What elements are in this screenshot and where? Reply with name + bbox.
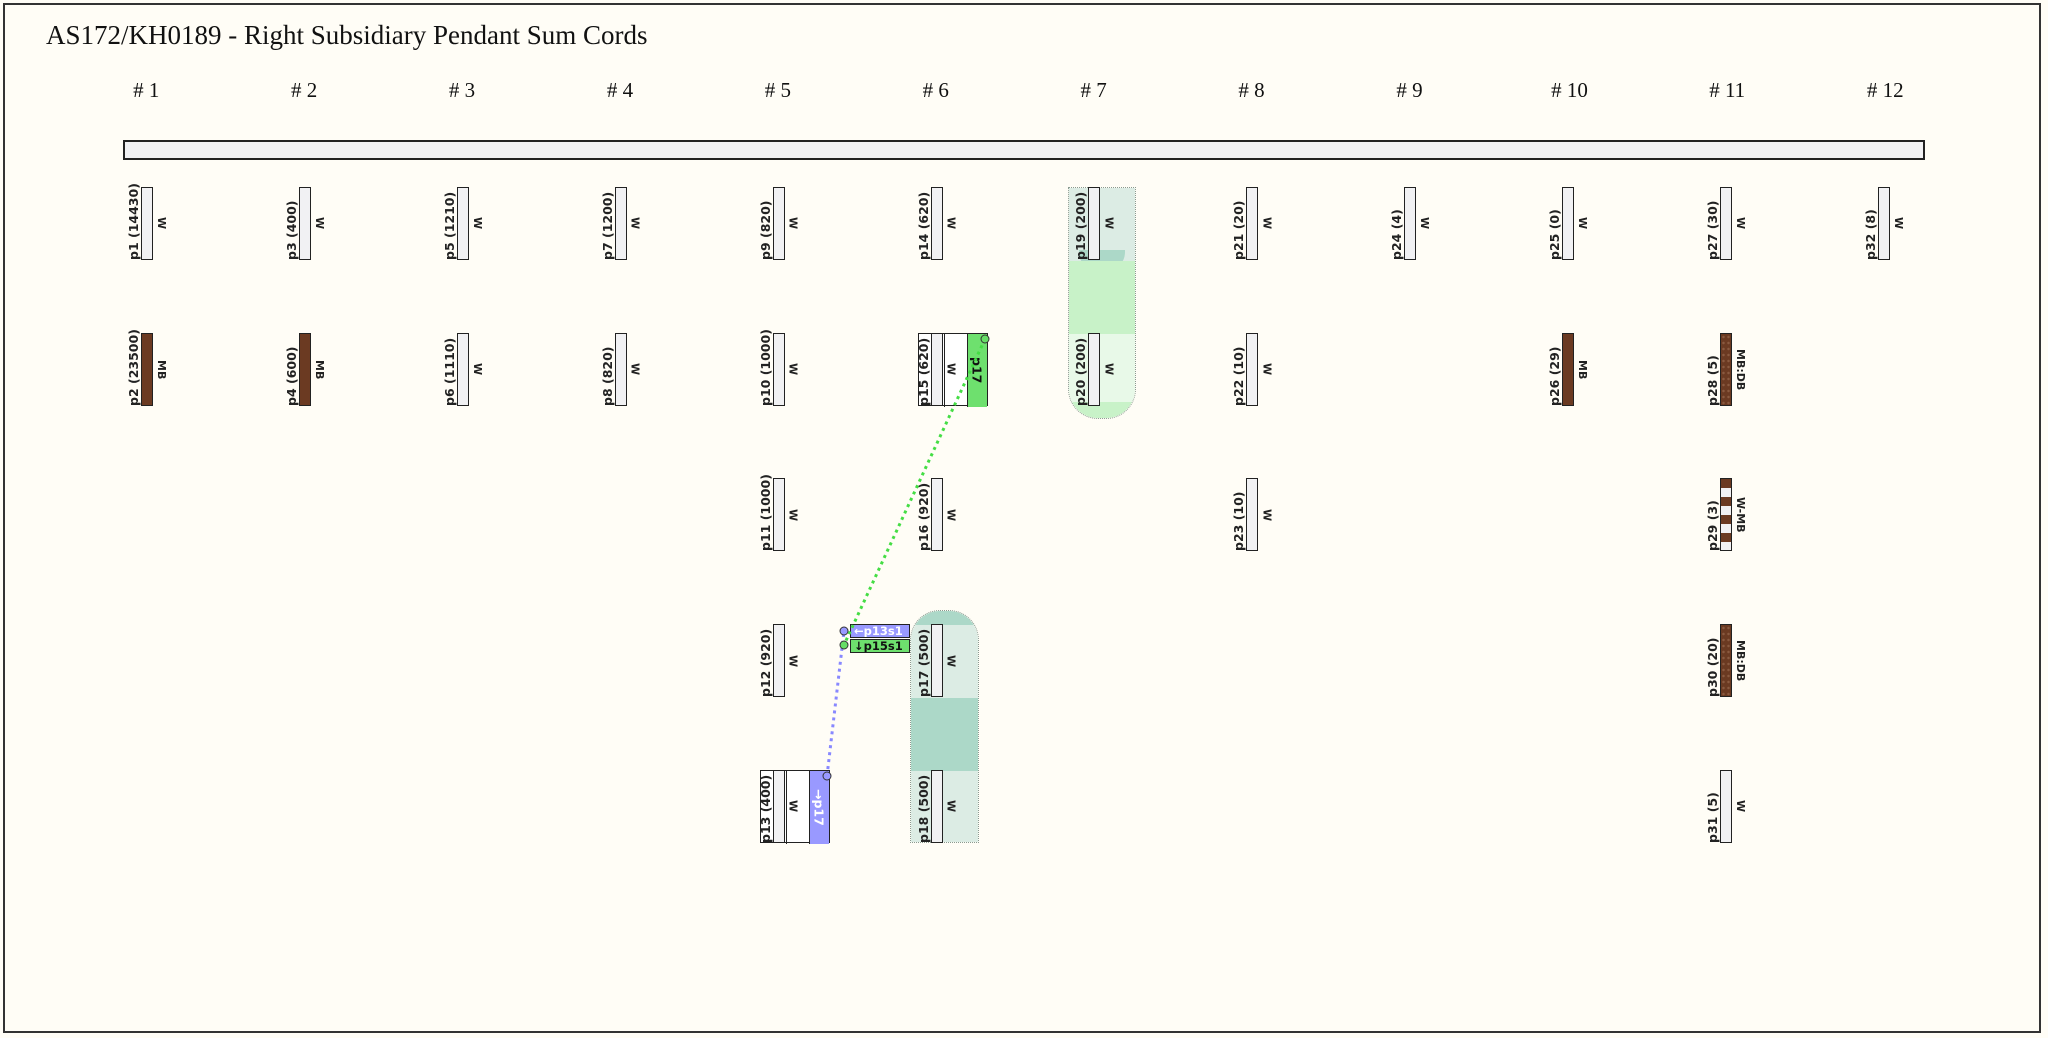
cord-bar [1088, 332, 1101, 406]
cord-color-code: W [1418, 217, 1432, 230]
cord-bar [772, 187, 785, 260]
cord-color-code: W [786, 800, 800, 813]
cord-color-code: W [628, 363, 642, 376]
sum-source-tag[interactable]: ←p13s1 [850, 624, 910, 638]
cord-bar [141, 187, 153, 260]
cord-bar [772, 769, 785, 843]
cord-bar [1246, 187, 1259, 260]
cord-color-code: W [1734, 800, 1747, 813]
green-sum-link [842, 338, 987, 646]
column-header: # 7 [1080, 78, 1107, 102]
cord-bar [772, 478, 785, 552]
cord-color-code: W [1260, 363, 1274, 376]
column-header: # 8 [1238, 78, 1265, 102]
column-header: # 6 [922, 78, 949, 102]
cord-bar [1404, 187, 1417, 260]
cord-bar [1720, 187, 1732, 260]
cord-bar [930, 478, 943, 552]
cord-color-code: W [944, 800, 958, 813]
cord-bar [141, 332, 153, 406]
cord-bar [298, 187, 311, 260]
column-header: # 5 [764, 78, 791, 102]
cord-color-code: W [944, 508, 958, 521]
cord-color-code: MB:DB [1734, 639, 1747, 682]
cord-bar [614, 187, 627, 260]
sum-group-highlight-p17-p18 [910, 610, 979, 843]
primary-cord [123, 140, 1925, 160]
column-header: # 1 [133, 78, 160, 102]
cord-bar [1562, 332, 1575, 406]
sum-cord-box: p17 [917, 332, 988, 407]
sum-source-tag[interactable]: ↓p15s1 [850, 639, 910, 653]
cord-bar [1562, 187, 1575, 260]
sum-reference-label: p17 [966, 333, 987, 407]
sum-group-highlight-p19-p20 [1068, 187, 1136, 419]
cord-bar [1088, 187, 1101, 260]
cord-color-code: W [1102, 217, 1116, 230]
cord-color-code: W [1734, 217, 1747, 230]
cord-bar [1720, 478, 1732, 552]
cord-color-code: W [786, 363, 800, 376]
cord-color-code: MB:DB [1734, 348, 1747, 390]
cord-color-code: W [786, 217, 800, 230]
column-header: # 2 [291, 78, 318, 102]
cord-bar [772, 332, 785, 406]
cord-bar [1246, 478, 1259, 552]
cord-color-code: W [470, 217, 484, 230]
cord-color-code: W [1260, 508, 1274, 521]
green-link-endpoint [980, 334, 990, 344]
cord-bar [1246, 332, 1259, 406]
cord-color-code: W [1260, 217, 1274, 230]
cord-color-code: W [1576, 217, 1590, 230]
diagram-frame [3, 3, 2041, 1033]
green-link-endpoint [839, 640, 849, 650]
cord-bar [456, 332, 469, 406]
cord-color-code: W [1102, 363, 1116, 376]
column-header: # 9 [1396, 78, 1423, 102]
cord-color-code: W [312, 217, 326, 230]
column-header: # 3 [448, 78, 476, 102]
column-header: # 11 [1709, 78, 1746, 102]
cord-bar [1720, 624, 1732, 698]
cord-bar [772, 624, 785, 698]
sum-cord-box: →p17 [759, 769, 830, 844]
column-header: # 4 [606, 78, 634, 102]
cord-color-code: W-MB [1734, 497, 1747, 533]
purple-link-endpoint [839, 626, 849, 636]
page-title: AS172/KH0189 - Right Subsidiary Pendant … [46, 20, 648, 50]
cord-bar [1720, 332, 1732, 406]
cord-bar [614, 332, 627, 406]
cord-color-code: W [1891, 217, 1905, 230]
sum-reference-label: →p17 [808, 770, 829, 844]
cord-bar [1877, 187, 1890, 260]
cord-color-code: MB [312, 359, 326, 379]
column-header: # 12 [1866, 78, 1904, 102]
cord-bar [456, 187, 469, 260]
purple-sum-link [825, 630, 846, 777]
cord-color-code: W [944, 654, 958, 667]
cord-color-code: W [786, 654, 800, 667]
cord-color-code: W [786, 508, 800, 521]
cord-bar [298, 332, 311, 406]
cord-color-code: MB [155, 359, 168, 379]
cord-bar [930, 187, 943, 260]
cord-bar [930, 769, 943, 843]
cord-bar [930, 624, 943, 698]
column-header: # 10 [1551, 78, 1588, 102]
purple-link-endpoint [822, 771, 832, 781]
cord-bar [1720, 769, 1732, 843]
cord-color-code: W [155, 217, 168, 230]
cord-color-code: W [944, 217, 958, 230]
cord-color-code: W [628, 217, 642, 230]
cord-bar [930, 332, 943, 406]
cord-color-code: MB [1576, 359, 1590, 379]
cord-color-code: W [470, 363, 484, 376]
cord-color-code: W [944, 363, 958, 376]
